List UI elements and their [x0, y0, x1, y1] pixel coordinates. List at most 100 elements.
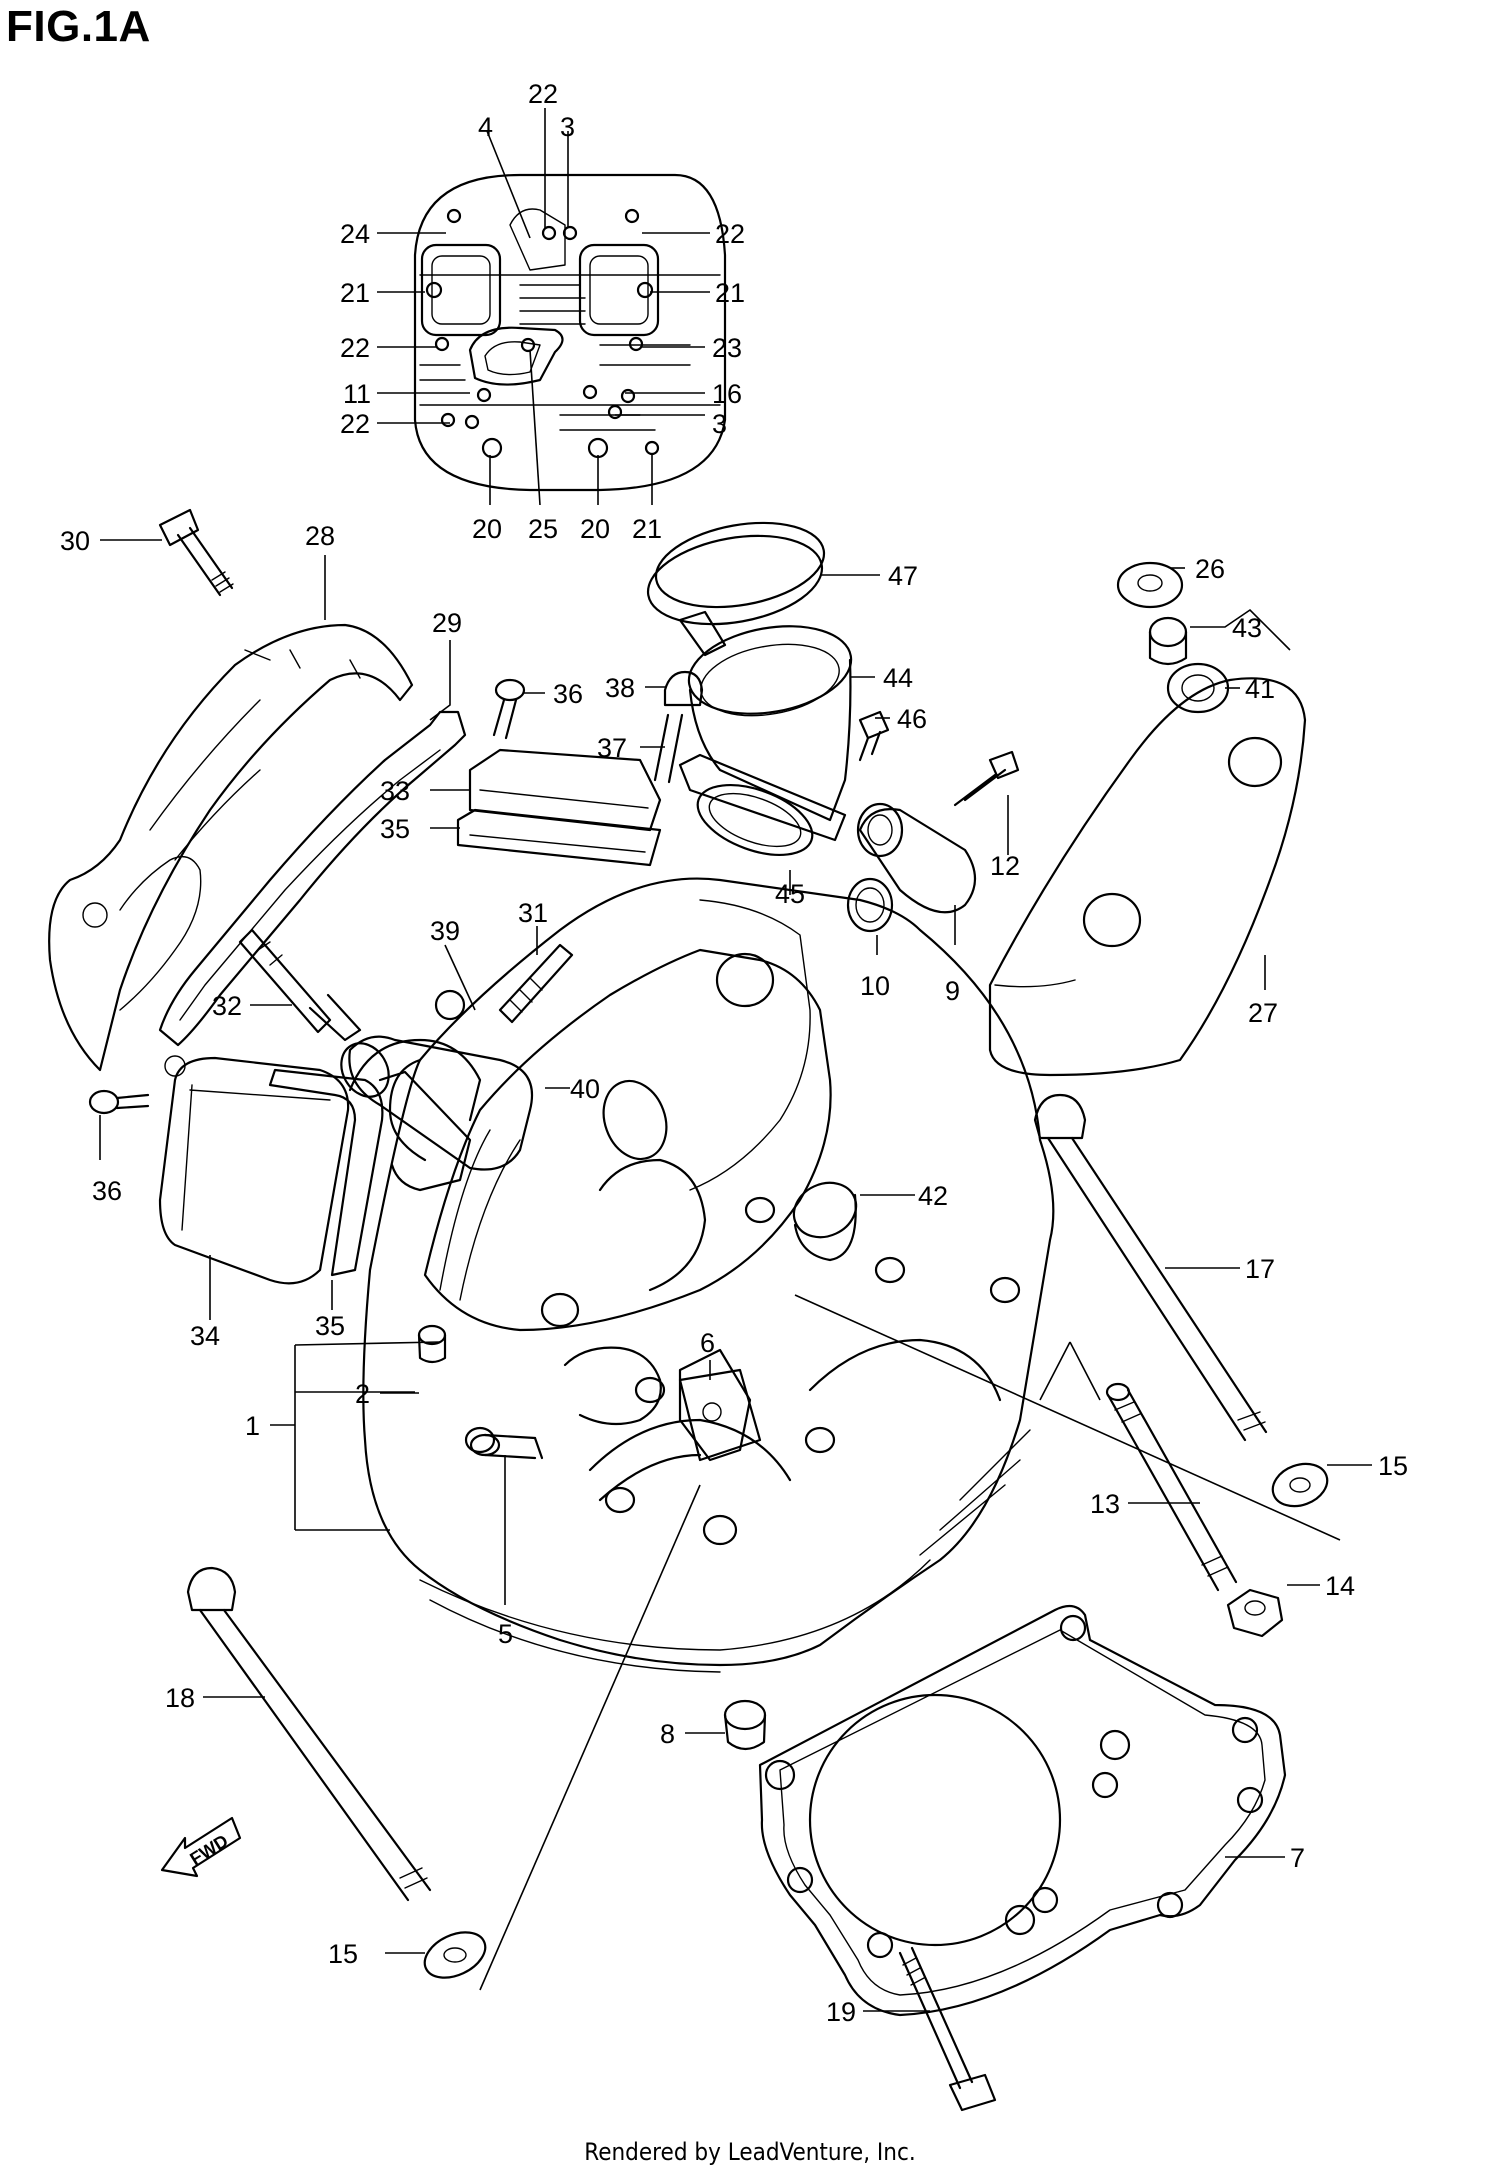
cap-nut-38: [663, 670, 704, 707]
valve-cover-33: [468, 748, 662, 832]
dowel-pin-8: [723, 1699, 767, 1751]
callout-40: 40: [570, 1074, 600, 1104]
callout-42: 42: [918, 1181, 948, 1211]
callout-35: 35: [315, 1311, 345, 1341]
valve-cover-34: [158, 1055, 350, 1285]
callout-30: 30: [60, 526, 90, 556]
callout-26: 26: [1195, 554, 1225, 584]
callout-15: 15: [328, 1939, 358, 1969]
spark-plug-31: [498, 943, 574, 1024]
stud-37: [653, 713, 684, 784]
figure-title: FIG.1A: [6, 2, 151, 51]
callout-25: 25: [528, 514, 558, 544]
callout-36: 36: [92, 1176, 122, 1206]
callout-17: 17: [1245, 1254, 1275, 1284]
callout-24: 24: [340, 219, 370, 249]
bolt-17: [1033, 1093, 1268, 1442]
callout-39: 39: [430, 916, 460, 946]
callout-14: 14: [1325, 1571, 1355, 1601]
callout-21: 21: [632, 514, 662, 544]
leader-lines: [99, 108, 1372, 2012]
callout-4: 4: [478, 112, 493, 142]
callout-12: 12: [990, 851, 1020, 881]
gasket-35-lower: [268, 1068, 384, 1277]
o-ring-45: [696, 784, 814, 856]
bolt-18: [186, 1566, 432, 1902]
callout-34: 34: [190, 1321, 220, 1351]
callout-44: 44: [883, 663, 913, 693]
grommet-41: [1166, 662, 1230, 714]
callout-7: 7: [1290, 1843, 1305, 1873]
intake-pipe-44: [678, 625, 853, 842]
cylinder-head-1: [348, 877, 1055, 1673]
callout-23: 23: [712, 333, 742, 363]
callout-37: 37: [597, 733, 627, 763]
callout-27: 27: [1248, 998, 1278, 1028]
bolt-36-lower: [88, 1089, 150, 1115]
footer-credit: Rendered by LeadVenture, Inc.: [584, 2138, 916, 2166]
fwd-arrow-icon: [160, 1816, 242, 1878]
callout-31: 31: [518, 898, 548, 928]
nut-14: [1226, 1588, 1284, 1638]
washer-15-bottom: [423, 1931, 487, 1979]
spark-plug-32: [238, 928, 362, 1042]
callout-38: 38: [605, 673, 635, 703]
bolt-19: [898, 1946, 997, 2112]
callout-29: 29: [432, 608, 462, 638]
callout-45: 45: [775, 879, 805, 909]
callout-3: 3: [560, 112, 575, 142]
plate-6: [678, 1368, 762, 1462]
side-cover-28: [48, 623, 414, 1072]
callout-9: 9: [945, 976, 960, 1006]
callout-21: 21: [340, 278, 370, 308]
bolt-30: [158, 508, 234, 597]
callout-10: 10: [860, 971, 890, 1001]
callout-43: 43: [1232, 613, 1262, 643]
callout-46: 46: [897, 704, 927, 734]
bushing-43: [1148, 616, 1188, 666]
callout-33: 33: [380, 776, 410, 806]
callout-35: 35: [380, 814, 410, 844]
water-outlet-39: [340, 989, 534, 1171]
callout-41: 41: [1245, 674, 1275, 704]
o-ring-10: [846, 877, 894, 933]
union-fitting-9: [856, 802, 977, 914]
plug-42: [792, 1181, 858, 1262]
callout-1: 1: [245, 1411, 260, 1441]
callout-21: 21: [715, 278, 745, 308]
callout-22: 22: [340, 333, 370, 363]
callout-16: 16: [712, 379, 742, 409]
callout-15: 15: [1378, 1451, 1408, 1481]
dowel-pin-2: [417, 1324, 447, 1364]
callout-36: 36: [553, 679, 583, 709]
callout-labels: 22 4 3 24 22 21 21 22 23 11 16 22 3 20 2…: [60, 79, 1408, 2027]
callout-8: 8: [660, 1719, 675, 1749]
callout-19: 19: [826, 1997, 856, 2027]
callout-28: 28: [305, 521, 335, 551]
callout-22: 22: [340, 409, 370, 439]
bolt-12: [953, 750, 1020, 807]
callout-3: 3: [712, 409, 727, 439]
callout-18: 18: [165, 1683, 195, 1713]
right-cover-27: [988, 677, 1307, 1077]
gasket-29: [158, 710, 467, 1047]
washer-26: [1116, 561, 1184, 609]
bolt-36-upper: [492, 678, 526, 740]
callout-20: 20: [472, 514, 502, 544]
bolt-46: [858, 710, 890, 762]
head-gasket-7: [758, 1604, 1287, 2017]
washer-15-right: [1271, 1462, 1329, 1508]
callout-6: 6: [700, 1328, 715, 1358]
stud-13: [1105, 1382, 1238, 1592]
intake-clamp-47: [646, 521, 826, 657]
callout-22: 22: [528, 79, 558, 109]
callout-5: 5: [498, 1619, 513, 1649]
callout-2: 2: [355, 1379, 370, 1409]
callout-11: 11: [343, 379, 371, 409]
callout-32: 32: [212, 991, 242, 1021]
cylinder-head-underside-inset: [413, 173, 727, 492]
callout-47: 47: [888, 561, 918, 591]
gasket-35-top: [456, 808, 662, 867]
callout-20: 20: [580, 514, 610, 544]
